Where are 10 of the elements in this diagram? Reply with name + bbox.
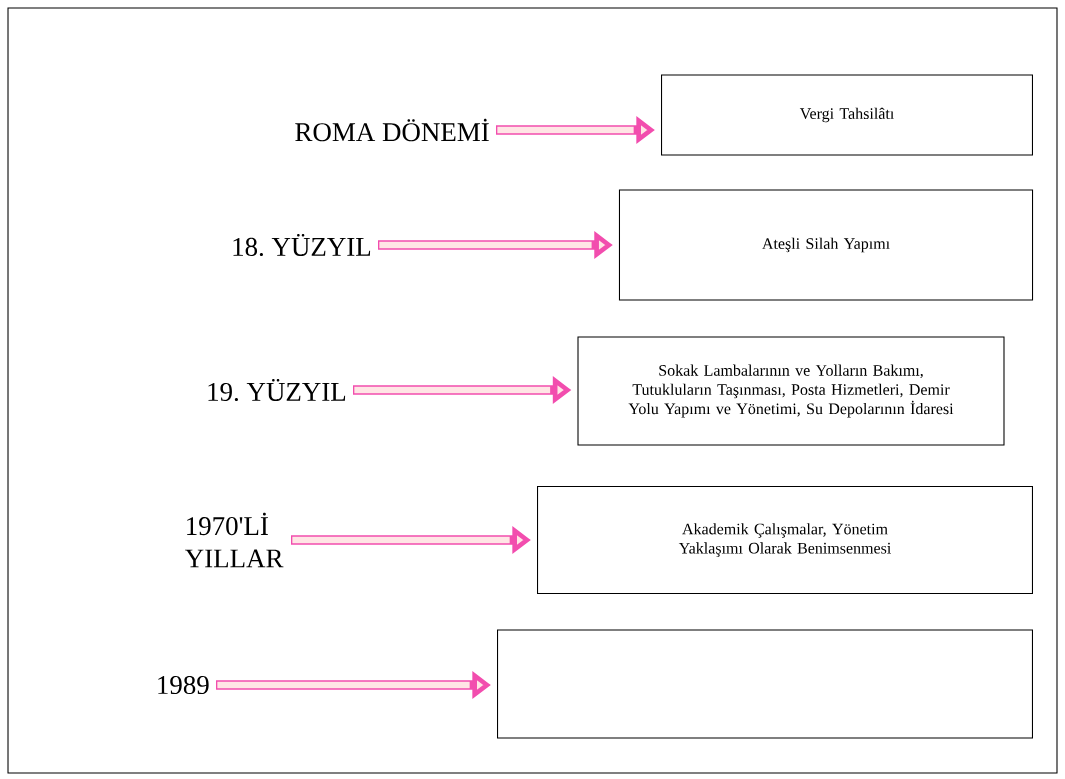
period-label: ROMA DÖNEMİ bbox=[295, 118, 489, 142]
period-label: 1989 bbox=[158, 675, 209, 695]
text-box: Vergi Tahsilâtı bbox=[661, 74, 1033, 156]
text-box: Ateşli Silah Yapımı bbox=[618, 189, 1034, 301]
period-label: 19. YÜZYIL bbox=[208, 378, 346, 402]
period-label: 18. YÜZYIL bbox=[233, 233, 371, 257]
period-label: 1970'Lİ YILLAR bbox=[185, 512, 284, 568]
text-box: Sokak Lambalarının ve Yolların Bakımı, Tutukluların Taşınması, Posta Hizmetleri, Demir Yolu Yapımı ve Yönetimi, Su Depolarının İdaresi bbox=[577, 336, 1005, 446]
empty-box bbox=[497, 629, 1033, 739]
text-box: Akademik Çalışmalar, Yönetim Yaklaşımı Olarak Benimsenmesi bbox=[537, 486, 1033, 594]
